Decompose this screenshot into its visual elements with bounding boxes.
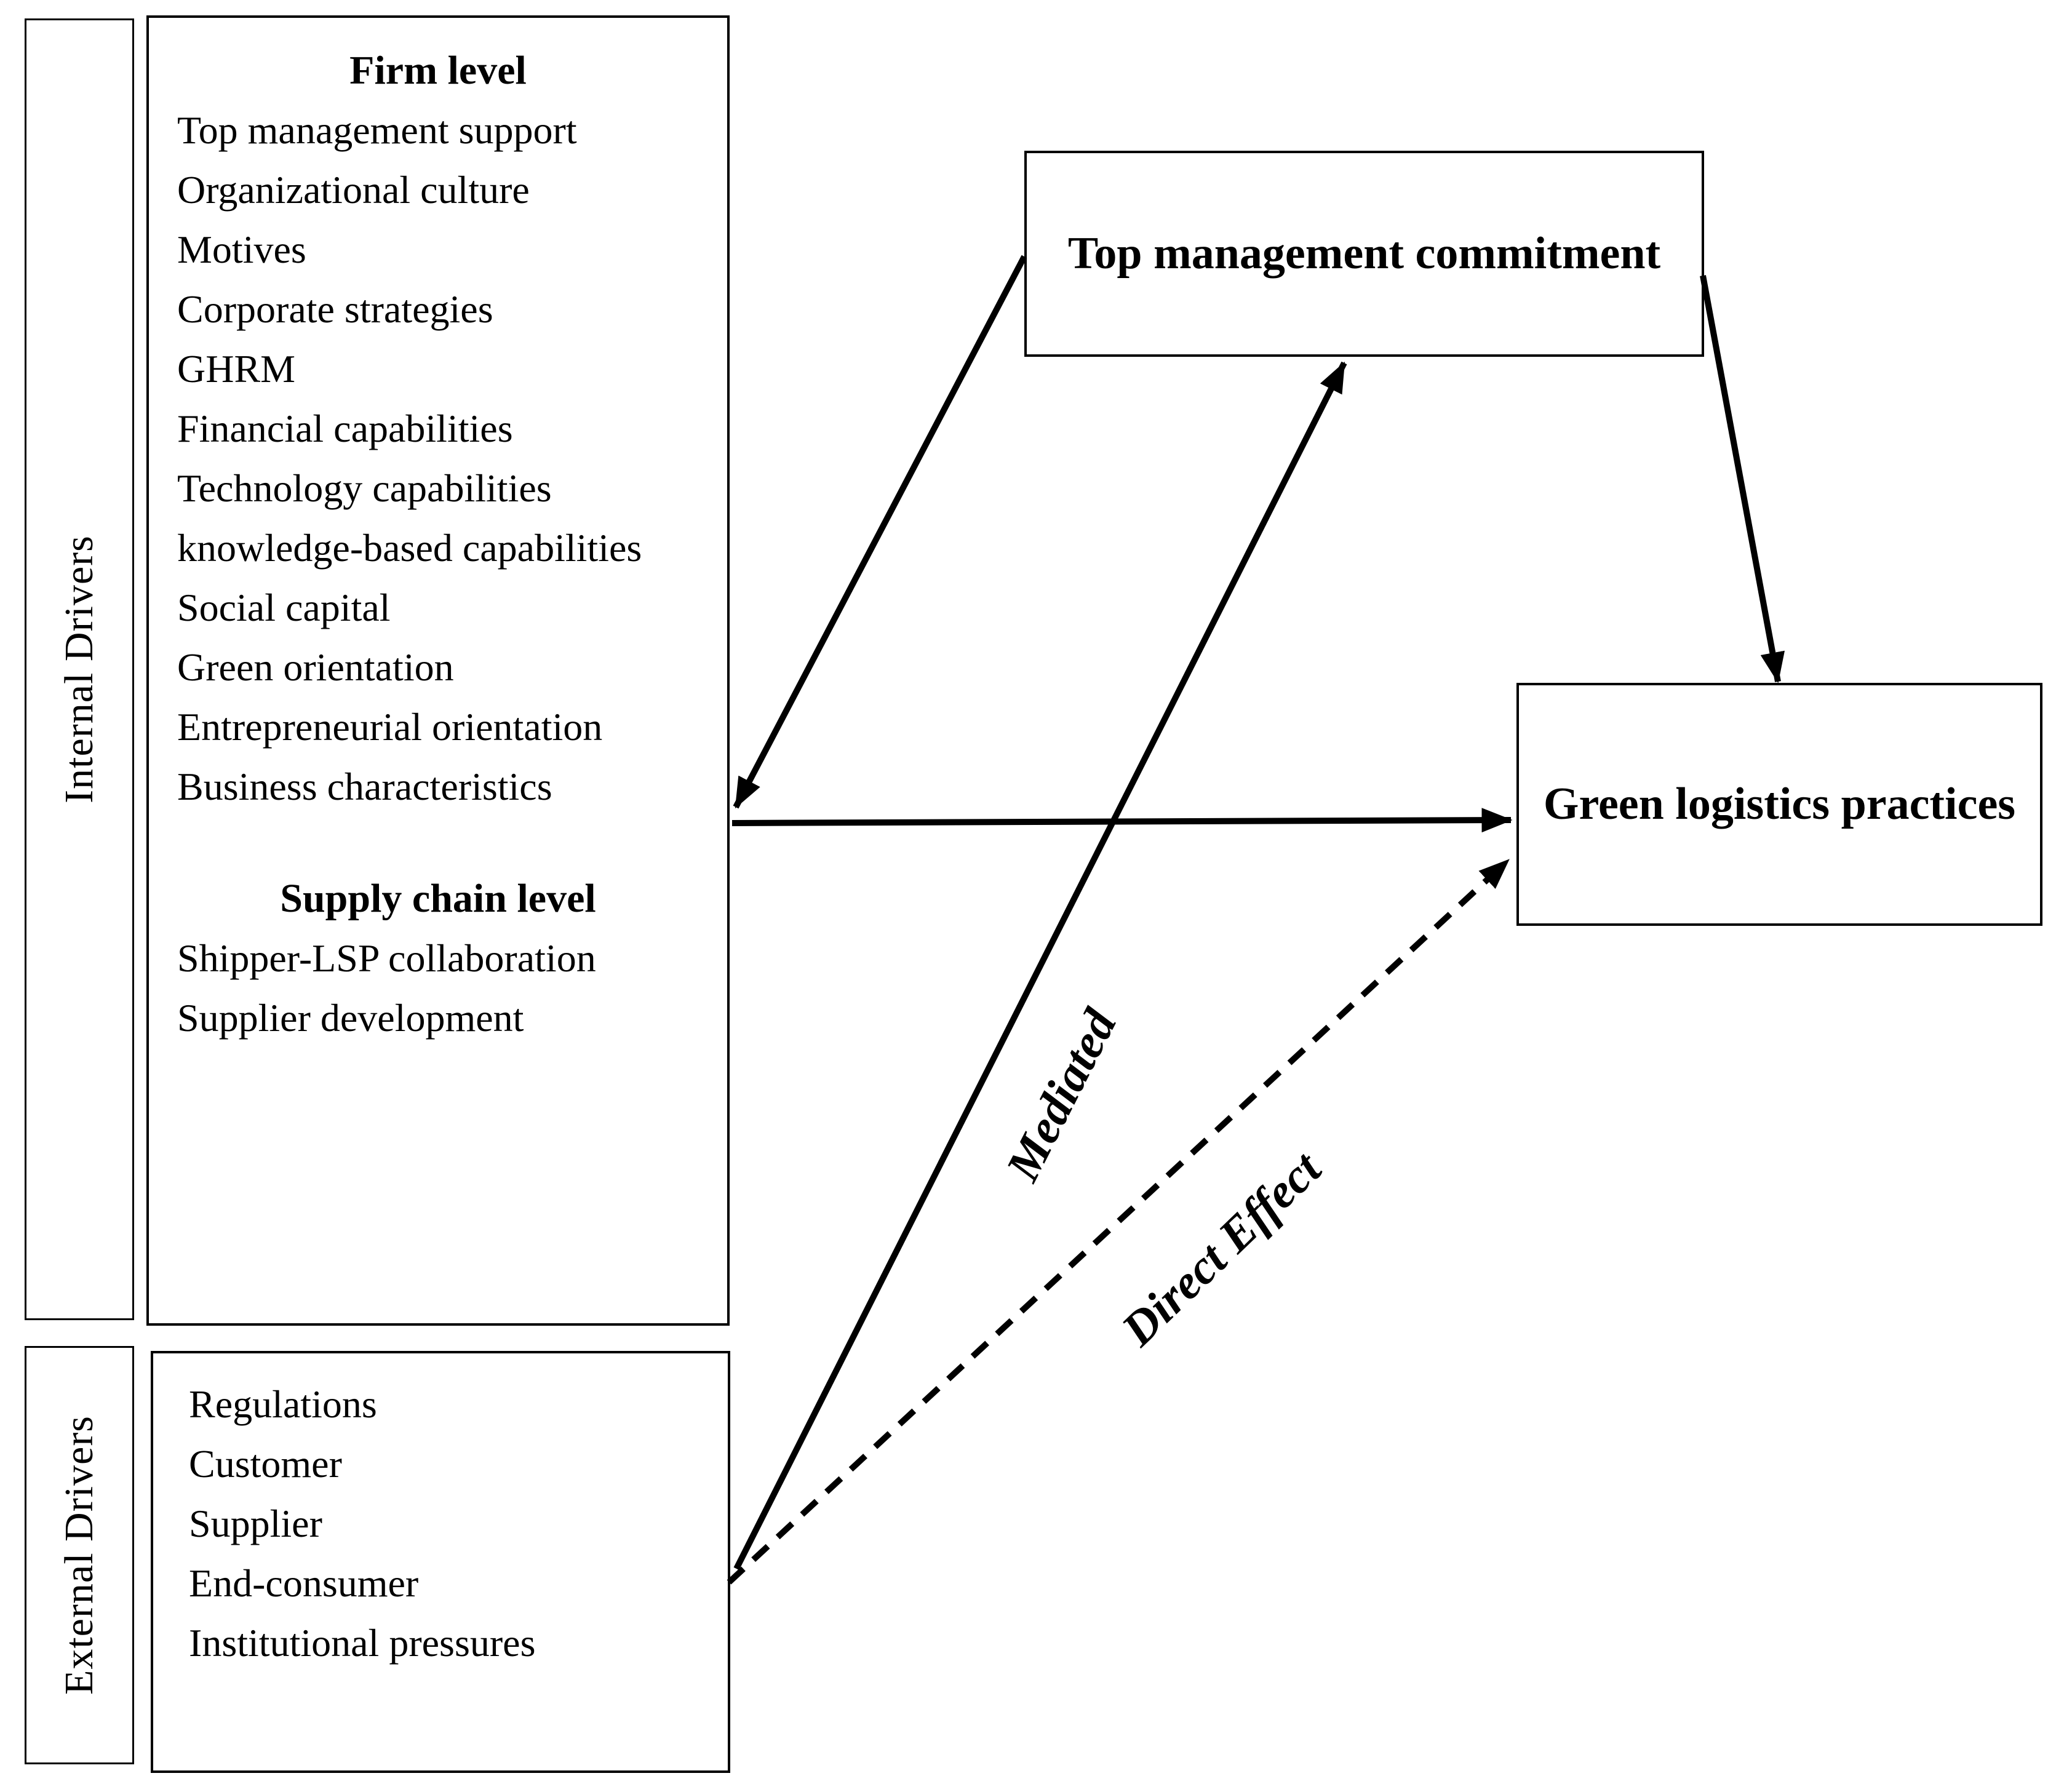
list-item: GHRM (177, 347, 296, 391)
list-item: Supplier (189, 1502, 322, 1545)
list-item: Customer (189, 1442, 342, 1486)
firm-level-heading: Firm level (349, 48, 527, 93)
arrow-internal-to-glp (731, 808, 1513, 833)
external-drivers-label-box: External Drivers (25, 1346, 134, 1764)
arrow-tmc-to-glp (1700, 275, 1785, 683)
list-item: Business characteristics (177, 765, 552, 808)
internal-drivers-label-box: Internal Drivers (25, 18, 134, 1320)
top-management-commitment-box: Top management commitment (1024, 151, 1704, 357)
list-item: Technology capabilities (177, 466, 552, 510)
list-item: Supplier development (177, 996, 524, 1040)
list-item: Top management support (177, 108, 577, 152)
list-item: Shipper-LSP collaboration (177, 936, 596, 980)
supply-chain-heading: Supply chain level (280, 876, 596, 921)
green-logistics-practices-box: Green logistics practices (1516, 683, 2042, 926)
list-item: Regulations (189, 1382, 377, 1426)
list-gap (149, 816, 727, 869)
list-item: Financial capabilities (177, 407, 513, 450)
top-management-commitment-title: Top management commitment (1067, 228, 1661, 279)
arrow-external-to-glp-direct (727, 858, 1511, 1585)
arrow-external-to-tmc-mediated (733, 361, 1347, 1571)
list-item: Green orientation (177, 645, 454, 689)
list-item: End-consumer (189, 1561, 419, 1605)
external-drivers-label: External Drivers (57, 1416, 102, 1695)
internal-drivers-label: Internal Drivers (57, 535, 102, 803)
green-logistics-practices-title: Green logistics practices (1543, 779, 2016, 829)
direct-effect-label: Direct Effect (1111, 1141, 1331, 1356)
list-item: Entrepreneurial orientation (177, 705, 603, 749)
list-item: Social capital (177, 586, 391, 629)
list-item: Institutional pressures (189, 1621, 536, 1665)
arrow-tmc-to-internal (733, 255, 1027, 809)
list-item: Motives (177, 228, 306, 271)
list-item: knowledge-based capabilities (177, 526, 642, 570)
list-item: Corporate strategies (177, 287, 493, 331)
mediated-label: Mediated (995, 1000, 1127, 1189)
list-item: Organizational culture (177, 168, 530, 212)
